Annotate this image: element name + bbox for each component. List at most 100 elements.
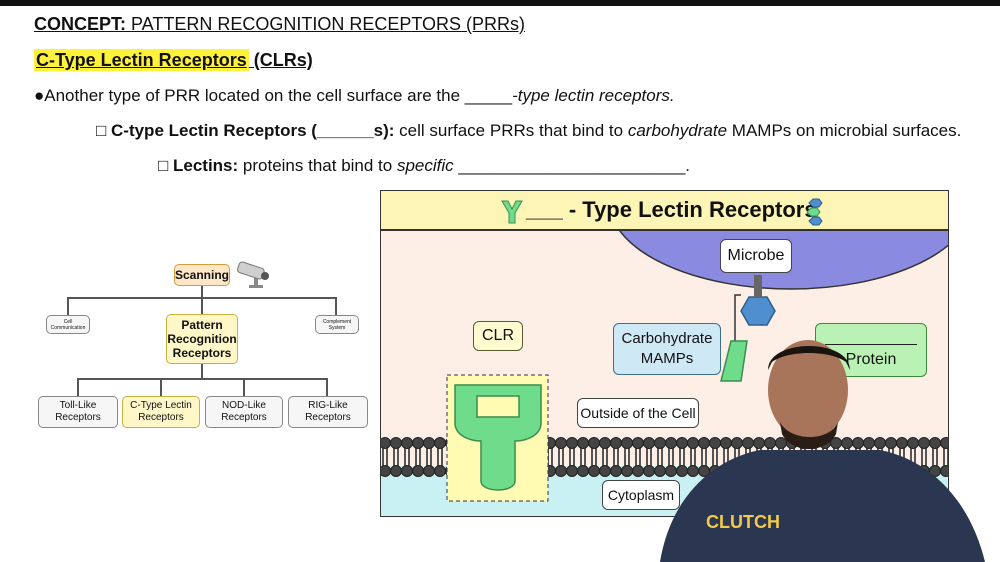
membrane-lipid-head [940, 465, 948, 477]
membrane-lipid-tail [943, 448, 948, 457]
membrane-lipid-tail [591, 457, 597, 466]
membrane-lipid-tail [382, 457, 388, 466]
presenter-video-overlay [660, 340, 985, 562]
membrane-lipid-tail [635, 448, 641, 457]
membrane-lipid-tail [679, 448, 685, 457]
top-border [0, 0, 1000, 6]
membrane-lipid-tail [591, 448, 597, 457]
nod-like-receptors-node: NOD-Like Receptors [205, 396, 283, 428]
membrane-lipid-tail [932, 457, 938, 466]
membrane-lipid-tail [899, 448, 905, 457]
membrane-lipid-tail [943, 457, 948, 466]
bullet-2: □ C-type Lectin Receptors (______s): cel… [96, 121, 962, 140]
protein-blank-line [825, 332, 917, 345]
membrane-lipid-tail [393, 457, 399, 466]
membrane-lipid-tail [624, 457, 630, 466]
membrane-lipid-tail [668, 448, 674, 457]
membrane-lipid-head [621, 437, 633, 449]
membrane-lipid-tail [437, 448, 443, 457]
membrane-lipid-tail [437, 457, 443, 466]
membrane-lipid-tail [624, 448, 630, 457]
membrane-lipid-head [434, 465, 446, 477]
membrane-lipid-tail [932, 448, 938, 457]
panel-header: ___ - Type Lectin Receptors [381, 191, 948, 231]
membrane-lipid-tail [690, 457, 696, 466]
membrane-lipid-tail [635, 457, 641, 466]
membrane-lipid-tail [547, 457, 553, 466]
membrane-lipid-tail [393, 448, 399, 457]
membrane-lipid-tail [569, 457, 575, 466]
membrane-lipid-tail [415, 448, 421, 457]
membrane-lipid-tail [415, 457, 421, 466]
membrane-lipid-tail [701, 457, 707, 466]
membrane-lipid-head [423, 437, 435, 449]
membrane-lipid-head [621, 465, 633, 477]
membrane-lipid-head [599, 465, 611, 477]
subtitle: C-Type Lectin Receptors (CLRs) [34, 49, 313, 71]
membrane-lipid-head [588, 437, 600, 449]
membrane-lipid-tail [734, 448, 740, 457]
membrane-lipid-tail [426, 457, 432, 466]
membrane-lipid-head [412, 437, 424, 449]
scanning-node: Scanning [174, 264, 230, 286]
membrane-lipid-tail [657, 457, 663, 466]
membrane-lipid-tail [679, 457, 685, 466]
membrane-lipid-tail [613, 457, 619, 466]
membrane-lipid-head [588, 465, 600, 477]
membrane-lipid-tail [404, 457, 410, 466]
subtitle-highlight: C-Type Lectin Receptors [34, 49, 249, 71]
membrane-lipid-tail [712, 448, 718, 457]
membrane-lipid-tail [382, 448, 388, 457]
microbe-stalk [754, 275, 762, 297]
bullet-1: ●Another type of PRR located on the cell… [34, 86, 675, 105]
outside-of-cell-label: Outside of the Cell [577, 398, 699, 428]
membrane-lipid-tail [646, 457, 652, 466]
rig-like-receptors-node: RIG-Like Receptors [288, 396, 368, 428]
membrane-lipid-tail [921, 457, 927, 466]
membrane-lipid-tail [657, 448, 663, 457]
lectin-receptor-icon [501, 200, 523, 224]
membrane-lipid-head [577, 437, 589, 449]
membrane-lipid-tail [404, 448, 410, 457]
membrane-lipid-tail [910, 448, 916, 457]
cytoplasm-label: Cytoplasm [602, 480, 680, 510]
membrane-lipid-head [423, 465, 435, 477]
toll-like-receptors-node: Toll-Like Receptors [38, 396, 118, 428]
membrane-lipid-head [390, 437, 402, 449]
c-type-lectin-receptors-node: C-Type Lectin Receptors [122, 396, 200, 428]
microbe-label: Microbe [720, 239, 792, 273]
membrane-lipid-tail [558, 448, 564, 457]
carbohydrate-hexagon [740, 296, 776, 326]
membrane-lipid-head [599, 437, 611, 449]
panel-title: ___ - Type Lectin Receptors [526, 197, 817, 222]
membrane-lipid-tail [426, 448, 432, 457]
membrane-lipid-tail [701, 448, 707, 457]
clr-label: CLR [473, 321, 523, 351]
membrane-lipid-tail [580, 448, 586, 457]
membrane-lipid-tail [690, 448, 696, 457]
prr-center-node: Pattern Recognition Receptors [166, 314, 238, 364]
membrane-lipid-head [401, 437, 413, 449]
membrane-lipid-head [390, 465, 402, 477]
membrane-lipid-head [610, 437, 622, 449]
membrane-lipid-tail [921, 448, 927, 457]
membrane-lipid-head [610, 465, 622, 477]
membrane-lipid-tail [602, 457, 608, 466]
carbohydrate-chain-icon [806, 198, 823, 226]
bullet-3: □ Lectins: proteins that bind to specifi… [158, 156, 691, 175]
membrane-lipid-tail [712, 457, 718, 466]
concept-heading: CONCEPT: PATTERN RECOGNITION RECEPTORS (… [34, 14, 526, 34]
membrane-lipid-tail [569, 448, 575, 457]
shirt-logo-text: CLUTCH [706, 512, 780, 532]
security-camera-icon [237, 261, 269, 288]
membrane-lipid-head [566, 437, 578, 449]
membrane-lipid-head [566, 465, 578, 477]
membrane-lipid-head [381, 465, 391, 477]
membrane-lipid-tail [723, 448, 729, 457]
membrane-lipid-head [412, 465, 424, 477]
membrane-lipid-tail [613, 448, 619, 457]
clr-receptor-shape [454, 384, 542, 491]
carbohydrate-mamps-label: Carbohydrate MAMPs [613, 323, 721, 375]
membrane-lipid-tail [547, 448, 553, 457]
complement-system-node: Complement System [315, 315, 359, 334]
